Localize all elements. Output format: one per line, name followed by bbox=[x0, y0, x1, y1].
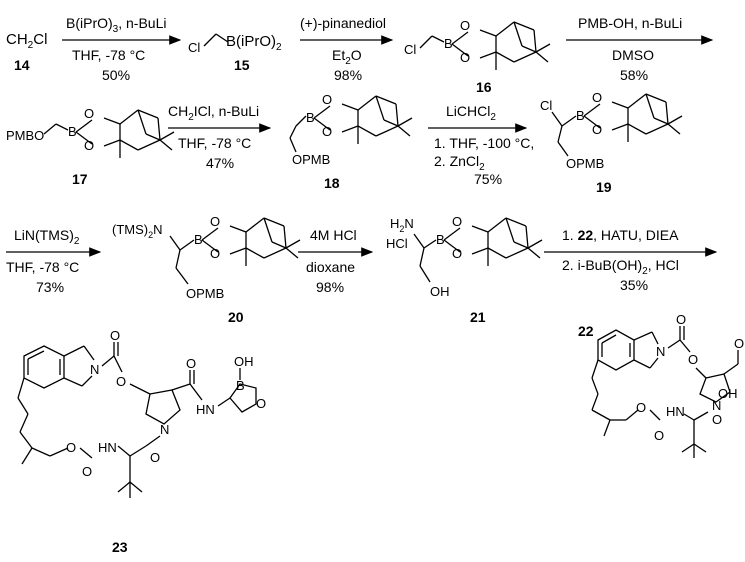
step5-condition-2: 2. ZnCl2 bbox=[434, 153, 485, 173]
svg-text:HN: HN bbox=[196, 402, 215, 417]
svg-text:O: O bbox=[452, 246, 462, 261]
svg-text:O: O bbox=[734, 336, 744, 351]
svg-text:O: O bbox=[84, 106, 94, 121]
svg-text:O: O bbox=[460, 18, 470, 33]
step6-yield: 73% bbox=[36, 279, 64, 295]
svg-text:B: B bbox=[236, 378, 245, 393]
compound-21-structure: H2N HCl OH B O O bbox=[386, 214, 543, 299]
svg-text:HN: HN bbox=[98, 440, 117, 455]
compound-number-19: 19 bbox=[596, 179, 612, 195]
step3-conditions: DMSO bbox=[612, 47, 654, 63]
step7-yield: 98% bbox=[316, 279, 344, 295]
step2-conditions: Et2O bbox=[332, 47, 362, 67]
compound-17-structure: PMBO B O O bbox=[6, 106, 175, 159]
svg-text:N: N bbox=[712, 398, 721, 413]
step2-reagents: (+)-pinanediol bbox=[300, 15, 386, 31]
step4-yield: 47% bbox=[206, 155, 234, 171]
svg-text:OH: OH bbox=[718, 386, 738, 401]
svg-text:O: O bbox=[150, 450, 160, 465]
step1-yield: 50% bbox=[102, 67, 130, 83]
svg-text:O: O bbox=[256, 396, 266, 411]
compound-number-21: 21 bbox=[470, 309, 486, 325]
svg-text:O: O bbox=[210, 246, 220, 261]
svg-text:O: O bbox=[116, 374, 126, 389]
step4-reagents: CH2ICl, n-BuLi bbox=[168, 103, 259, 123]
svg-text:HCl: HCl bbox=[386, 236, 408, 251]
svg-text:H2N: H2N bbox=[390, 216, 414, 234]
svg-text:OH: OH bbox=[430, 284, 450, 299]
svg-text:B: B bbox=[436, 232, 445, 247]
compound-number-22: 22 bbox=[578, 323, 594, 339]
step2-yield: 98% bbox=[334, 67, 362, 83]
svg-text:(TMS)2N: (TMS)2N bbox=[112, 222, 163, 240]
step7-reagents: 4M HCl bbox=[310, 227, 357, 243]
step8-yield: 35% bbox=[620, 277, 648, 293]
svg-text:PMBO: PMBO bbox=[6, 128, 44, 143]
svg-text:N: N bbox=[160, 422, 169, 437]
compound-22-structure: N O O N O OH O O HN O bbox=[591, 312, 744, 458]
svg-text:Cl: Cl bbox=[404, 42, 416, 57]
svg-text:O: O bbox=[592, 122, 602, 137]
svg-text:B: B bbox=[68, 124, 77, 139]
svg-text:N: N bbox=[656, 344, 665, 359]
svg-text:Cl: Cl bbox=[188, 40, 200, 55]
compound-15-structure: Cl B(iPrO)2 bbox=[188, 33, 282, 55]
step7-conditions: dioxane bbox=[306, 259, 355, 275]
compound-16-structure: Cl B O O bbox=[404, 18, 551, 71]
svg-text:O: O bbox=[66, 440, 76, 455]
svg-text:Cl: Cl bbox=[540, 98, 552, 113]
compound-20-structure: (TMS)2N OPMB B O O bbox=[112, 214, 301, 301]
svg-text:B: B bbox=[576, 108, 585, 123]
svg-text:O: O bbox=[592, 90, 602, 105]
svg-text:OPMB: OPMB bbox=[292, 152, 330, 167]
svg-text:O: O bbox=[186, 356, 196, 371]
compound-number-20: 20 bbox=[228, 309, 244, 325]
compound-number-23: 23 bbox=[112, 539, 128, 555]
svg-text:N: N bbox=[90, 362, 99, 377]
step8-reagents-1: 1. 22, HATU, DIEA bbox=[562, 227, 679, 243]
svg-text:OPMB: OPMB bbox=[186, 286, 224, 301]
step1-conditions: THF, -78 °C bbox=[72, 47, 145, 63]
compound-19-structure: Cl OPMB B O O bbox=[540, 90, 683, 171]
svg-text:O: O bbox=[654, 428, 664, 443]
svg-text:O: O bbox=[712, 412, 722, 427]
svg-text:O: O bbox=[676, 312, 686, 327]
ch2cl-formula: CH2Cl bbox=[6, 31, 47, 51]
compound-number-16: 16 bbox=[476, 79, 492, 95]
step8-reagents-2: 2. i-BuB(OH)2, HCl bbox=[562, 257, 679, 277]
svg-text:O: O bbox=[84, 138, 94, 153]
svg-text:HN: HN bbox=[666, 404, 685, 419]
svg-text:O: O bbox=[322, 124, 332, 139]
compound-number-17: 17 bbox=[72, 171, 88, 187]
compound-18-structure: OPMB B O O bbox=[289, 92, 413, 167]
svg-text:O: O bbox=[82, 464, 92, 479]
compound-number-15: 15 bbox=[234, 57, 250, 73]
svg-text:O: O bbox=[210, 214, 220, 229]
step6-conditions: THF, -78 °C bbox=[6, 259, 79, 275]
svg-text:O: O bbox=[452, 214, 462, 229]
step6-reagents: LiN(TMS)2 bbox=[14, 227, 80, 247]
compound-number-14: 14 bbox=[14, 57, 30, 73]
svg-text:OPMB: OPMB bbox=[566, 156, 604, 171]
svg-text:O: O bbox=[110, 328, 120, 343]
svg-text:OH: OH bbox=[234, 354, 254, 369]
step5-reagents: LiCHCl2 bbox=[446, 103, 496, 123]
step3-yield: 58% bbox=[620, 67, 648, 83]
compound-number-18: 18 bbox=[324, 175, 340, 191]
svg-text:O: O bbox=[688, 352, 698, 367]
step3-reagents: PMB-OH, n-BuLi bbox=[578, 15, 682, 31]
step5-condition-1: 1. THF, -100 °C, bbox=[434, 135, 534, 151]
svg-text:O: O bbox=[460, 50, 470, 65]
svg-text:O: O bbox=[322, 92, 332, 107]
svg-text:B: B bbox=[194, 232, 203, 247]
step1-reagents: B(iPrO)3, n-BuLi bbox=[66, 15, 166, 35]
svg-text:O: O bbox=[636, 400, 646, 415]
step5-yield: 75% bbox=[474, 171, 502, 187]
step4-conditions: THF, -78 °C bbox=[178, 135, 251, 151]
compound-23-structure: N O O N O HN B O OH O O HN bbox=[17, 328, 266, 498]
svg-text:B: B bbox=[306, 110, 315, 125]
svg-text:B: B bbox=[444, 36, 453, 51]
svg-text:B(iPrO)2: B(iPrO)2 bbox=[226, 33, 282, 53]
